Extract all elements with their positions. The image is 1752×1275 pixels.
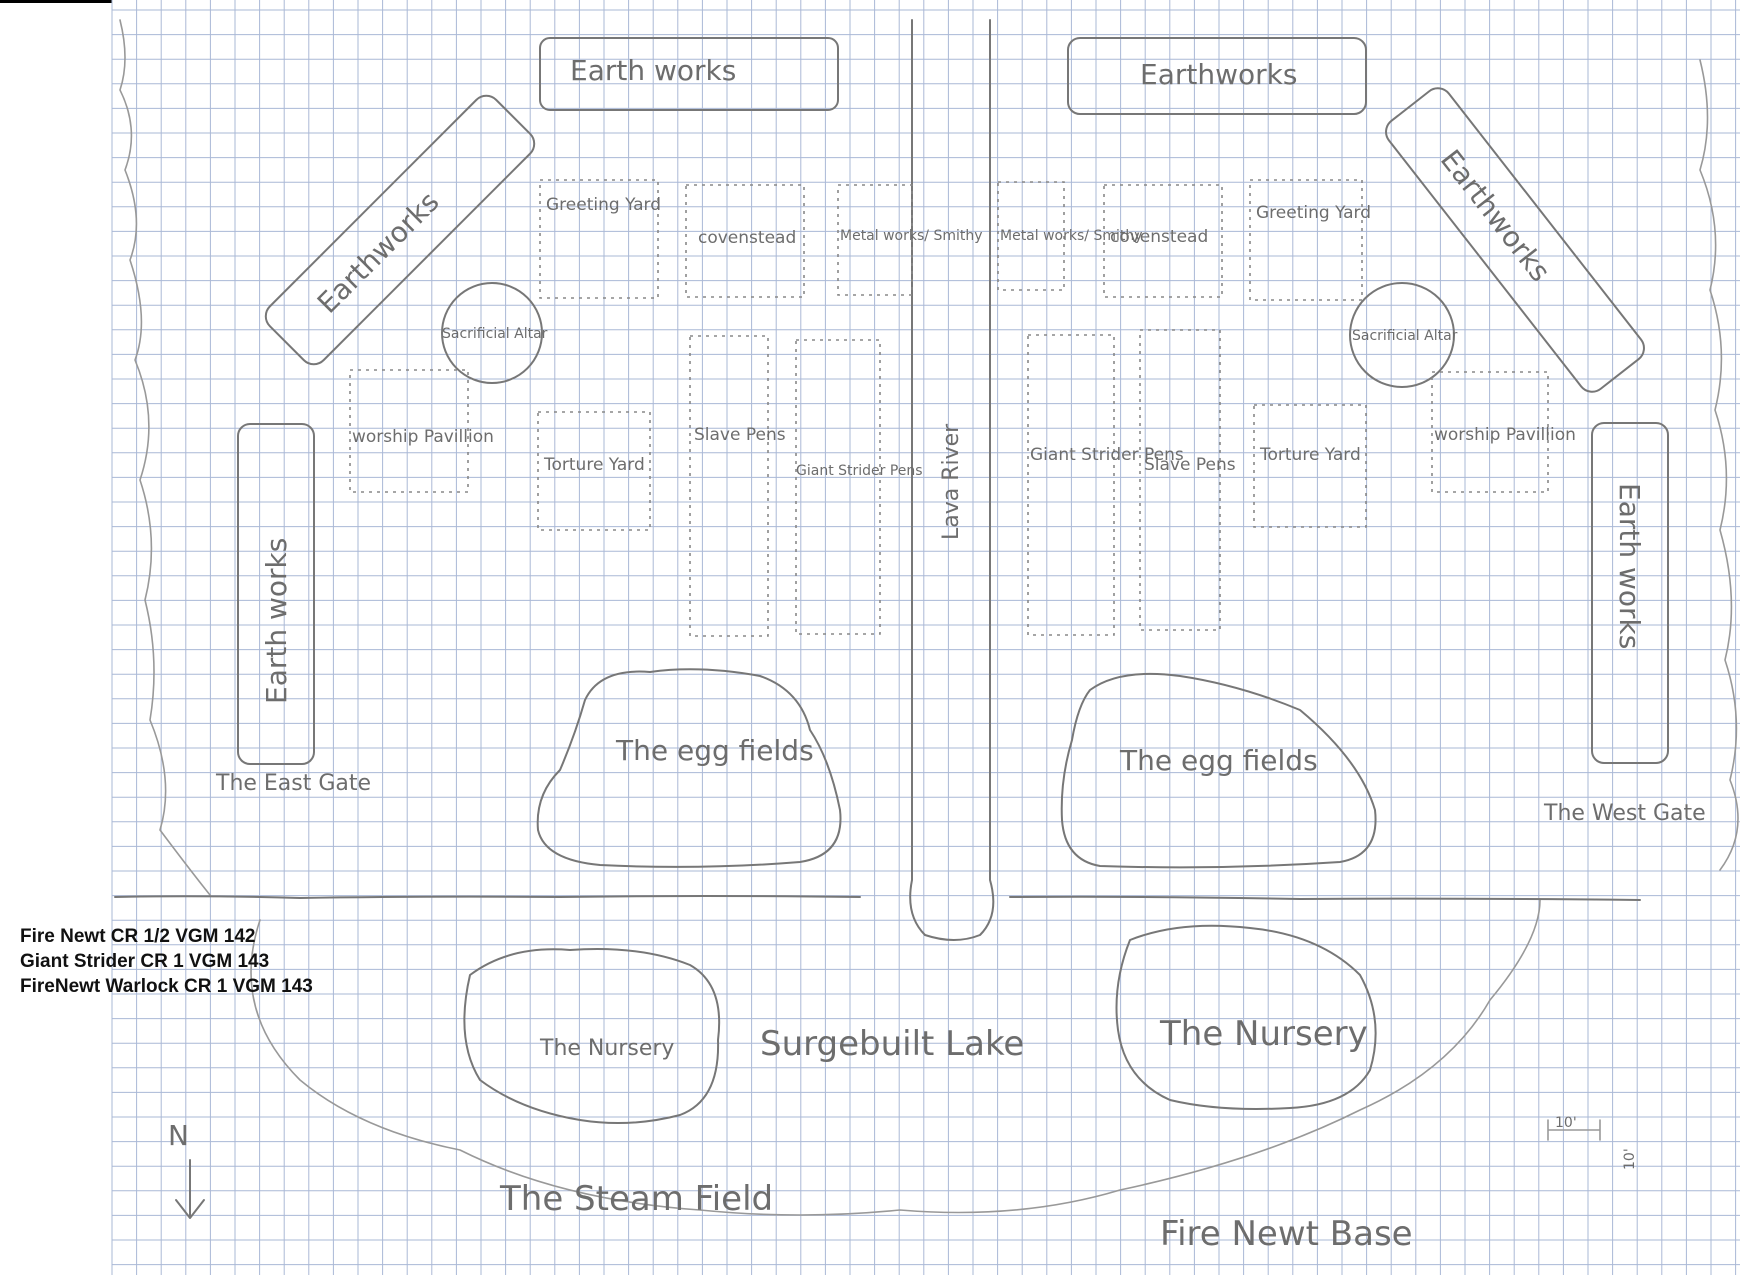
torture-yard-west-label: Torture Yard [543, 455, 645, 475]
greeting-yard-west [539, 179, 659, 299]
corner-mark [0, 0, 112, 3]
nursery-east-label: The Nursery [1159, 1014, 1368, 1054]
covenstead-east-label: covenstead [1110, 227, 1208, 247]
earthworks-diagonal-west-label: Earthworks [311, 185, 446, 320]
greeting-yard-west-label: Greeting Yard [546, 195, 661, 215]
lake-shoreline-east [1009, 895, 1641, 901]
metal-works-west-label: Metal works/ Smithy [840, 228, 983, 244]
slave-pens-west [689, 335, 769, 637]
sacrificial-altar-east [1349, 282, 1455, 388]
steam-field-outline [250, 899, 1541, 1216]
east-gate-label: The East Gate [215, 771, 371, 796]
earthworks-vertical-east: Earth works [1591, 422, 1669, 764]
giant-strider-pens-west-label: Giant Strider Pens [796, 463, 923, 479]
torture-yard-west [537, 411, 651, 531]
slave-pens-east [1139, 329, 1221, 631]
legend-entry: FireNewt Warlock CR 1 VGM 143 [20, 976, 313, 997]
metal-works-west [837, 184, 913, 296]
lava-river-east-bank [924, 19, 995, 941]
nursery-west [463, 948, 721, 1125]
egg-fields-east-label: The egg fields [1119, 744, 1318, 777]
egg-fields-east [1060, 672, 1377, 869]
earthworks-diagonal-east: Earthworks [1385, 87, 1645, 393]
covenstead-west-label: covenstead [698, 228, 796, 248]
earthworks-top-east [1067, 37, 1367, 115]
earthworks-top-east-label: Earthworks [1140, 58, 1297, 91]
sacrificial-altar-west-label: Sacrificial Altar [442, 326, 548, 342]
compass-north-label: N [168, 1119, 189, 1152]
earthworks-vertical-west-label: Earth works [260, 538, 293, 704]
sacrificial-altar-west [441, 282, 543, 384]
egg-fields-west [536, 668, 842, 868]
nursery-west-label: The Nursery [539, 1036, 674, 1061]
cavern-boundary-east [1699, 59, 1739, 871]
earthworks-vertical-west: Earth works [237, 423, 315, 765]
graph-paper-grid [111, 0, 1740, 1275]
lava-river-label: Lava River [939, 423, 964, 540]
giant-strider-pens-west [795, 339, 881, 635]
worship-pavilion-west [349, 369, 469, 493]
slave-pens-west-label: Slave Pens [694, 425, 786, 445]
covenstead-east [1103, 184, 1223, 298]
greeting-yard-east [1249, 179, 1363, 301]
worship-pavilion-east [1431, 371, 1549, 493]
lava-river-west-bank [909, 19, 926, 936]
giant-strider-pens-east-label: Giant Strider Pens [1030, 445, 1184, 465]
creature-legend: Fire Newt CR 1/2 VGM 142 Giant Strider C… [20, 924, 313, 999]
torture-yard-east [1253, 404, 1367, 528]
compass-arrow-icon [175, 1159, 205, 1219]
sacrificial-altar-east-label: Sacrificial Altar [1352, 328, 1458, 344]
egg-fields-west-label: The egg fields [615, 734, 814, 767]
west-gate-label: The West Gate [1543, 801, 1706, 826]
earthworks-vertical-east-label: Earth works [1613, 483, 1646, 649]
slave-pens-east-label: Slave Pens [1144, 455, 1236, 475]
giant-strider-pens-east [1027, 334, 1115, 636]
cavern-boundary [119, 19, 211, 896]
worship-pavilion-west-label: worship Pavillion [352, 427, 494, 447]
torture-yard-east-label: Torture Yard [1259, 445, 1361, 465]
surgebuilt-lake-label: Surgebuilt Lake [760, 1024, 1024, 1064]
scale-bar-icon [1547, 1119, 1601, 1141]
legend-entry: Giant Strider CR 1 VGM 143 [20, 951, 270, 972]
metal-works-east-label: Metal works/ Smithy [1000, 228, 1143, 244]
earthworks-top-west-label: Earth works [570, 54, 736, 87]
covenstead-west [685, 184, 805, 298]
lake-shoreline-west [114, 895, 861, 899]
lava-river: Lava River [939, 423, 964, 540]
greeting-yard-east-label: Greeting Yard [1256, 203, 1371, 223]
legend-entry: Fire Newt CR 1/2 VGM 142 [20, 926, 256, 947]
scale-vertical: 10' [1622, 1148, 1638, 1170]
scale-horizontal-label: 10' [1555, 1115, 1577, 1131]
scale-vertical-label: 10' [1622, 1148, 1638, 1170]
worship-pavilion-east-label: worship Pavillion [1434, 425, 1576, 445]
nursery-east [1115, 924, 1377, 1110]
metal-works-east [997, 181, 1065, 291]
earthworks-top-west [539, 37, 839, 111]
steam-field-label: The Steam Field [499, 1179, 773, 1219]
base-title: Fire Newt Base [1160, 1214, 1413, 1254]
